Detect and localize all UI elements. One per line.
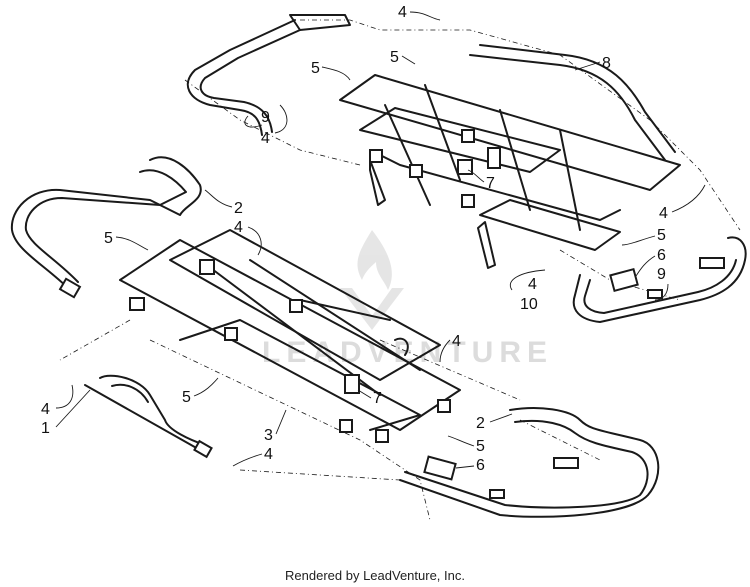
rear-rail-right [469, 54, 666, 161]
callout-4: 4 [528, 276, 537, 293]
watermark-flame-icon [357, 230, 392, 290]
callout-5: 5 [104, 230, 113, 247]
callout-9: 9 [261, 109, 270, 126]
callout-10: 10 [520, 296, 538, 313]
front-frame [119, 239, 461, 431]
callout-2: 2 [476, 415, 485, 432]
callout-4: 4 [41, 401, 50, 418]
callout-4: 4 [234, 219, 243, 236]
callout-2: 2 [234, 200, 243, 217]
callout-9: 9 [657, 266, 666, 283]
callout-7: 7 [486, 175, 495, 192]
callout-6: 6 [657, 247, 666, 264]
callout-6: 6 [476, 457, 485, 474]
callout-5: 5 [390, 49, 399, 66]
callout-4: 4 [659, 205, 668, 222]
rear-rail-lower [572, 236, 747, 323]
front-rack-assembly [10, 156, 660, 521]
rear-rail-left [186, 19, 296, 136]
front-rail-bottom [84, 374, 206, 451]
callout-7: 7 [373, 390, 382, 407]
footer-credit: Rendered by LeadVenture, Inc. [285, 568, 465, 583]
rear-rack-outline [184, 19, 741, 301]
callout-5: 5 [476, 438, 485, 455]
callout-3: 3 [264, 427, 273, 444]
callout-5: 5 [182, 389, 191, 406]
callout-5: 5 [311, 60, 320, 77]
rear-rack-assembly [184, 14, 747, 323]
front-rail-left [10, 156, 202, 291]
front-rail-right [399, 407, 660, 518]
callout-5: 5 [657, 227, 666, 244]
callout-labels: 4 5 5 8 9 4 7 4 5 6 9 4 10 2 4 5 4 7 5 [41, 4, 706, 474]
callout-4: 4 [261, 130, 270, 147]
front-rack-outline [59, 319, 601, 521]
rear-frame [339, 74, 681, 191]
callout-8: 8 [602, 55, 611, 72]
callout-1: 1 [41, 420, 50, 437]
callout-4: 4 [264, 446, 273, 463]
callout-4: 4 [452, 333, 461, 350]
callout-4: 4 [398, 4, 407, 21]
rear-rail-left-inner [199, 29, 301, 133]
